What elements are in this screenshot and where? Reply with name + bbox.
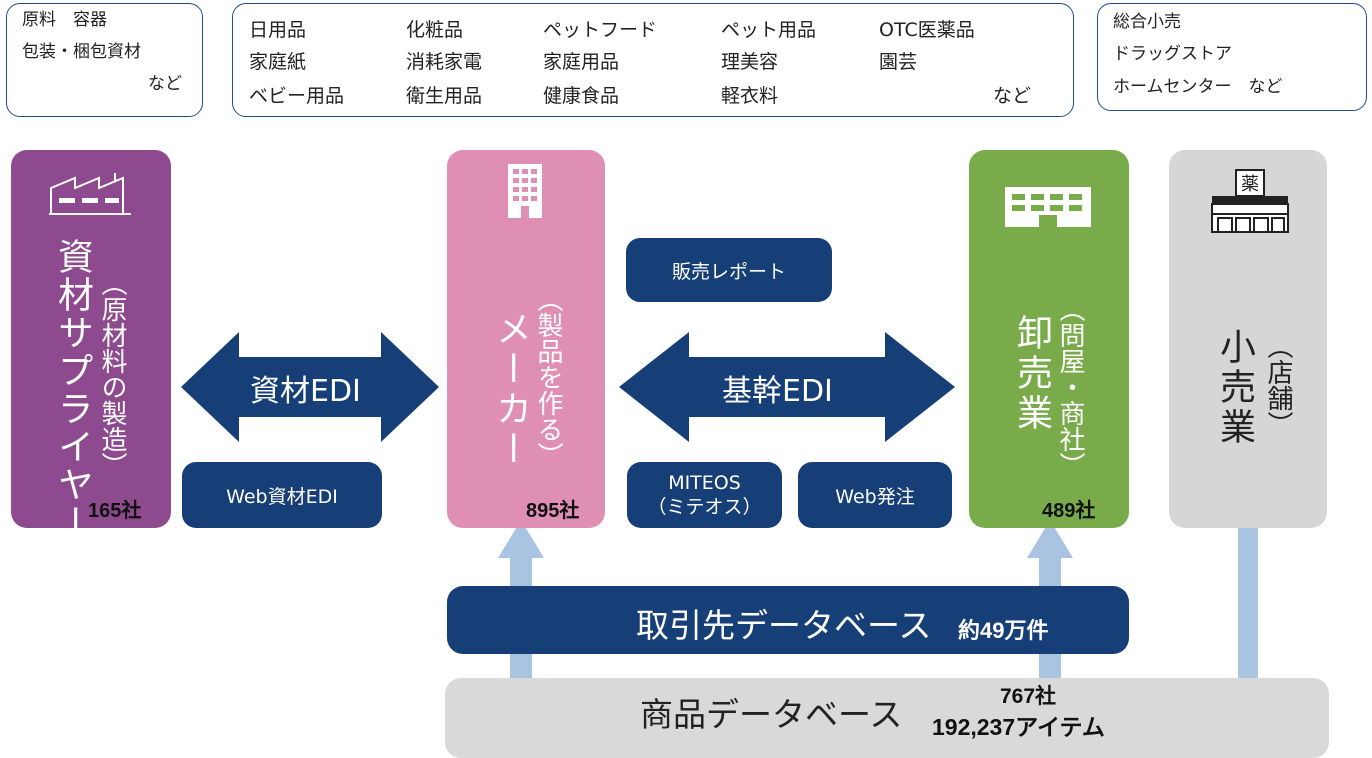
supplier-subtitle: （原材料の製造） bbox=[97, 270, 127, 478]
product-category-item: 消耗家電 bbox=[406, 51, 483, 73]
web-material-edi-label: Web資材EDI bbox=[226, 485, 338, 508]
maker-count: 895社 bbox=[526, 500, 580, 522]
product-category-item: 日用品 bbox=[249, 19, 307, 41]
core-edi-label: 基幹EDI bbox=[722, 374, 833, 409]
materials-line3: など bbox=[148, 74, 182, 94]
product-database-count-companies: 767社 bbox=[1000, 685, 1057, 708]
materials-category-box bbox=[6, 3, 203, 117]
factory-icon bbox=[49, 173, 131, 215]
miteos-button[interactable]: MITEOS （ミテオス） bbox=[627, 462, 782, 528]
product-database-count-items: 192,237アイテム bbox=[932, 714, 1105, 740]
material-edi-label: 資材EDI bbox=[250, 374, 361, 409]
supplier-title: 資材サプライヤー bbox=[52, 238, 93, 542]
miteos-label-line2: （ミテオス） bbox=[647, 496, 762, 518]
web-material-edi-button[interactable]: Web資材EDI bbox=[182, 462, 382, 528]
product-category-item: 衛生用品 bbox=[406, 85, 483, 107]
product-category-item: 化粧品 bbox=[406, 19, 464, 41]
core-edi-arrow bbox=[619, 332, 955, 442]
retail-category-box bbox=[1097, 3, 1367, 111]
wholesale-count: 489社 bbox=[1042, 500, 1096, 522]
retail-line2: ドラッグストア bbox=[1113, 44, 1232, 64]
retail-subtitle: （店舗） bbox=[1263, 333, 1293, 437]
partner-database-bar bbox=[447, 586, 1129, 654]
retail-title: 小売業 bbox=[1214, 328, 1255, 448]
product-category-item: 園芸 bbox=[879, 51, 918, 73]
maker-title: メーカー bbox=[490, 310, 531, 470]
product-category-item: 健康食品 bbox=[543, 85, 620, 107]
retail-line3: ホームセンター など bbox=[1113, 77, 1283, 97]
office-icon bbox=[1005, 187, 1091, 227]
product-category-item: ベビー用品 bbox=[249, 85, 345, 107]
web-order-label: Web発注 bbox=[835, 485, 915, 508]
materials-line2: 包装・梱包資材 bbox=[22, 42, 141, 62]
product-category-item: など bbox=[993, 85, 1032, 107]
product-category-item: 軽衣料 bbox=[721, 85, 779, 107]
partner-database-label: 取引先データベース bbox=[636, 606, 932, 645]
miteos-label-line1: MITEOS bbox=[668, 472, 741, 494]
svg-text:薬: 薬 bbox=[1241, 174, 1259, 195]
store-icon: 薬 bbox=[1211, 169, 1289, 233]
retail-connector-line bbox=[1238, 527, 1258, 680]
wholesale-title: 卸売業 bbox=[1011, 314, 1052, 434]
maker-subtitle: （製品を作る） bbox=[533, 286, 563, 468]
products-category-box bbox=[232, 3, 1074, 117]
product-category-item: ペットフード bbox=[543, 19, 658, 41]
product-database-label: 商品データベース bbox=[640, 695, 903, 734]
building-icon bbox=[508, 164, 542, 218]
material-edi-arrow bbox=[181, 332, 439, 442]
product-category-item: ペット用品 bbox=[721, 19, 817, 41]
web-order-button[interactable]: Web発注 bbox=[798, 462, 952, 528]
sales-report-button[interactable]: 販売レポート bbox=[626, 238, 832, 302]
partner-database-count: 約49万件 bbox=[958, 618, 1049, 643]
retail-line1: 総合小売 bbox=[1113, 12, 1181, 32]
materials-line1: 原料 容器 bbox=[22, 10, 107, 30]
product-category-item: 家庭用品 bbox=[543, 51, 620, 73]
wholesale-subtitle: （問屋・商社） bbox=[1055, 296, 1085, 478]
product-category-item: 家庭紙 bbox=[249, 51, 307, 73]
product-category-item: 理美容 bbox=[721, 51, 779, 73]
supplier-count: 165社 bbox=[88, 500, 142, 522]
product-category-item: OTC医薬品 bbox=[879, 19, 975, 41]
sales-report-label: 販売レポート bbox=[671, 260, 786, 283]
